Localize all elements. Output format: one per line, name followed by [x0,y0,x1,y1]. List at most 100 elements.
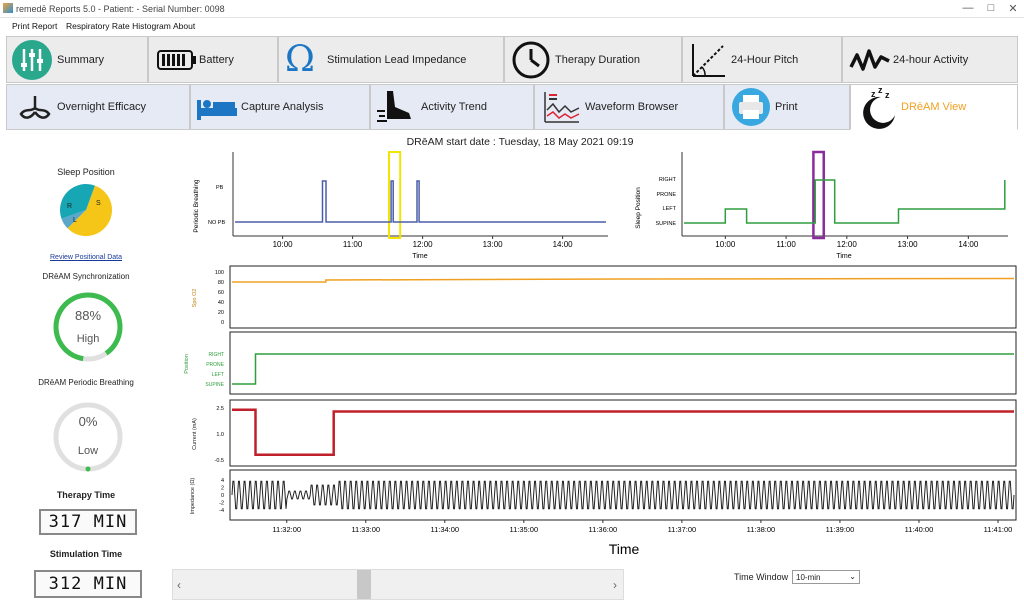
pie-slice-s [67,185,112,236]
x-tick-label: 11:41:00 [984,525,1013,534]
y-tick-label: 80 [218,280,224,286]
tab-dream-view[interactable]: z z z DRēAM View [850,84,1018,130]
y-tick-label: 0 [221,493,224,499]
tab-therapy-duration[interactable]: Therapy Duration [504,36,682,83]
running-shoe-icon [377,91,411,122]
horizontal-scrollbar[interactable]: ‹ › [172,569,624,600]
time-window-select[interactable]: 10-min ⌄ [792,570,860,584]
y-tick-label: -2 [219,501,224,507]
tab-battery[interactable]: Battery [148,36,278,83]
review-positional-data-link[interactable]: Review Positional Data [50,254,122,261]
y-tick-label: 20 [218,310,224,316]
stimulation-time-title: Stimulation Time [49,549,123,559]
x-tick-label: 11:38:00 [747,525,776,534]
minimize-button[interactable]: — [962,2,974,14]
periodic-breathing-gauge: 0% Low [53,402,123,472]
impedance-ylabel: Impedance (Ω) [190,478,196,515]
sleep-position-pie: S R L [60,184,112,236]
tab-label: Battery [199,53,234,66]
x-tick-label: 10:00 [273,240,294,249]
y-tick-label: NO PB [208,220,225,226]
sync-gauge: 88% High [53,292,123,362]
menu-about[interactable]: About [173,21,196,31]
x-tick-label: 11:00 [776,240,796,249]
therapy-time-title: Therapy Time [56,490,116,500]
sync-value: 88% [75,308,101,323]
tab-label: Capture Analysis [241,101,324,113]
tab-activity-trend[interactable]: Activity Trend [370,84,534,130]
series-line [235,180,606,223]
title-bar: remedē Reports 5.0 - Patient: - Serial N… [0,0,1024,18]
y-tick-label: PRONE [656,192,676,198]
tab-24-hour-activity[interactable]: 24-hour Activity [842,36,1018,83]
tab-summary[interactable]: Summary [6,36,148,83]
pb-level: Low [78,445,98,457]
lungs-icon [19,96,51,119]
y-tick-label: 2.5 [216,406,224,412]
bed-icon [197,100,237,120]
pie-label-r: R [67,203,72,210]
x-tick-label: 11:32:00 [272,525,301,534]
position-ylabel: Position [184,354,190,374]
app-icon [3,3,13,13]
current-panel [229,399,1017,467]
tab-label: 24-hour Activity [893,53,969,66]
time-window-value: 10-min [796,573,821,582]
maximize-button[interactable]: □ [987,2,995,14]
clock-icon [512,41,550,78]
tab-24-hour-pitch[interactable]: 24-Hour Pitch [682,36,842,83]
y-tick-label: 60 [218,290,224,296]
x-tick-label: 11:37:00 [668,525,697,534]
tab-label: Waveform Browser [585,101,679,113]
series-line [684,179,1006,224]
pie-slice-l [60,184,95,219]
tab-label: Stimulation Lead Impedance [327,53,467,66]
menu-print-report[interactable]: Print Report [12,21,58,31]
chevron-down-icon: ⌄ [849,572,856,581]
highlight-window [812,150,825,240]
y-tick-label: 100 [215,270,224,276]
stimulation-time-display: 312 MIN [34,570,142,598]
svg-text:z: z [885,90,890,100]
y-tick-label: 0 [221,320,224,326]
scroll-right-arrow[interactable]: › [613,578,617,592]
x-tick-label: 11:36:00 [589,525,618,534]
tab-label: DRēAM View [901,101,967,113]
printer-icon [732,88,770,126]
x-tick-label: 11:33:00 [351,525,380,534]
tab-capture-analysis[interactable]: Capture Analysis [190,84,370,130]
menu-respiratory-rate-histogram[interactable]: Respiratory Rate Histogram [66,21,171,31]
y-tick-label: RIGHT [659,177,677,183]
sync-gauge-arc [53,292,123,362]
spo2-ylabel: Spo O2 [192,289,198,308]
svg-text:z: z [871,89,876,99]
scroll-thumb[interactable] [357,570,371,599]
tab-stimulation-lead-impedance[interactable]: Ω Stimulation Lead Impedance [278,36,504,83]
y-tick-label: SUPINE [205,382,224,388]
sleep-position-chart: Sleep Position RIGHT PRONE LEFT SUPINE 1… [635,150,1008,260]
x-tick-label: 11:00 [343,240,363,249]
omega-icon: Ω [285,38,315,80]
tab-print[interactable]: Print [724,84,850,130]
chart-ylabel: Periodic Breathing [193,179,200,232]
tab-overnight-efficacy[interactable]: Overnight Efficacy [6,84,190,130]
tab-waveform-browser[interactable]: Waveform Browser [534,84,724,130]
y-tick-label: 4 [221,478,224,484]
spo2-series-line [232,277,1015,283]
sync-level: High [77,333,100,345]
window-title: remedē Reports 5.0 - Patient: - Serial N… [16,4,225,14]
tab-label: 24-Hour Pitch [731,53,799,66]
x-tick-label: 11:39:00 [826,525,855,534]
scroll-left-arrow[interactable]: ‹ [177,578,181,592]
menu-bar: Print Report Respiratory Rate Histogram … [0,18,1024,34]
close-button[interactable]: ✕ [1008,3,1018,15]
chart-xlabel: Time [412,253,427,260]
y-tick-label: PB [216,185,224,191]
y-tick-label: LEFT [212,372,224,378]
chart-xlabel: Time [836,253,851,260]
current-ylabel: Current (mA) [192,418,198,450]
y-tick-label: -4 [219,508,224,514]
activity-wave-icon [849,48,890,71]
pb-value: 0% [79,414,98,429]
